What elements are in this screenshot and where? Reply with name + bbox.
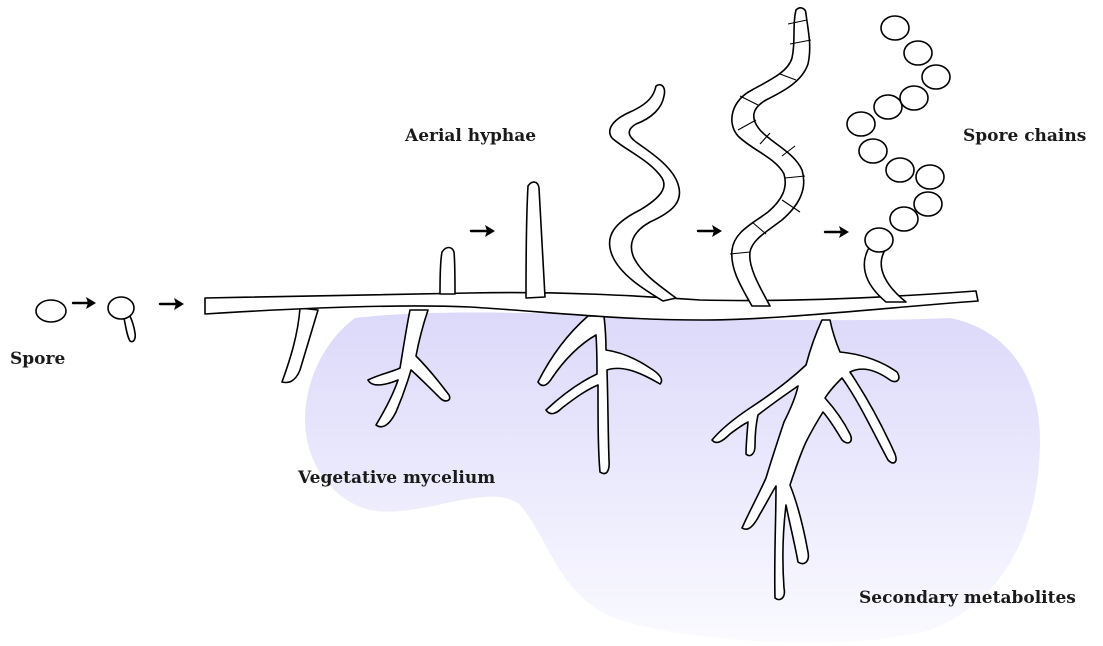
spore-chain xyxy=(847,16,950,302)
arrow-5 xyxy=(825,226,849,238)
label-secondary-metabolites: Secondary metabolites xyxy=(859,590,1076,607)
label-vegetative-mycelium: Vegetative mycelium xyxy=(298,470,495,487)
arrow-3 xyxy=(471,225,495,237)
arrow-1 xyxy=(73,297,96,309)
label-aerial-hyphae: Aerial hyphae xyxy=(405,128,536,145)
spore-shape xyxy=(36,300,66,322)
label-spore-chains: Spore chains xyxy=(963,128,1086,145)
arrow-4 xyxy=(698,225,722,237)
arrow-2 xyxy=(160,298,184,310)
label-spore: Spore xyxy=(10,351,65,368)
main-hypha xyxy=(205,291,978,320)
aerial-hyphae xyxy=(440,85,680,301)
germinating-spore xyxy=(108,297,135,342)
septated-aerial-hypha xyxy=(730,8,811,306)
